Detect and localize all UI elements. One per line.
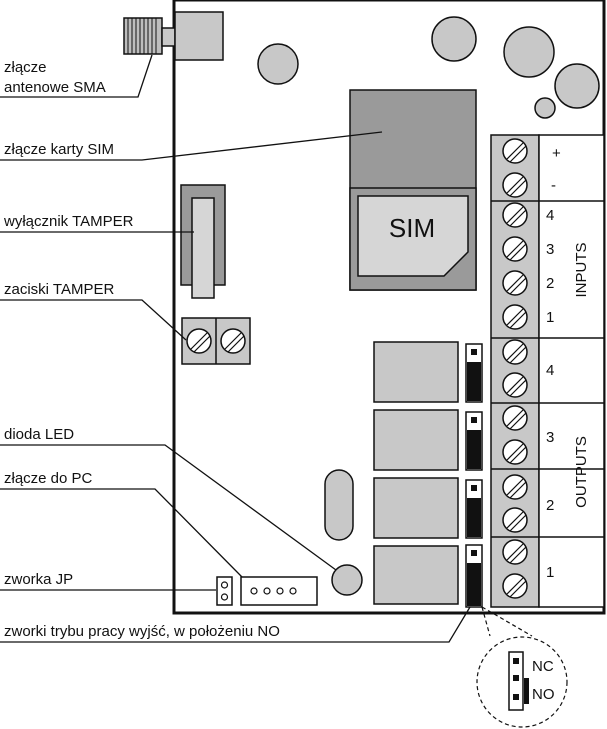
screw-icon: [502, 573, 528, 599]
screw-icon: [502, 405, 528, 431]
outputs-title: OUTPUTS: [573, 436, 590, 508]
round-component: [503, 26, 555, 78]
sma-connector: [123, 11, 224, 61]
round-component: [554, 63, 600, 109]
screw-icon: [502, 304, 528, 330]
tamper-terminals: [181, 317, 251, 365]
jumper-jp: [216, 576, 233, 606]
input-number: 4: [546, 207, 554, 224]
jumper-nc-label: NC: [532, 658, 554, 675]
label-led: dioda LED: [4, 426, 74, 443]
output-number: 4: [546, 362, 554, 379]
screw-icon: [502, 439, 528, 465]
screw-icon: [502, 138, 528, 164]
screw-icon: [502, 172, 528, 198]
label-sma-line1: złącze: [4, 59, 47, 76]
tamper-switch: [180, 184, 226, 299]
oval-component: [324, 469, 354, 541]
sim-card-label: SIM: [389, 213, 435, 243]
label-sim-connector: złącze karty SIM: [4, 141, 114, 158]
round-component: [431, 16, 477, 62]
screw-icon: [502, 474, 528, 500]
input-number: 2: [546, 275, 554, 292]
output-mode-jumpers: [465, 343, 483, 608]
pc-connector: [240, 576, 318, 606]
relay: [373, 477, 459, 539]
relay: [373, 545, 459, 605]
label-jumper-jp: zworka JP: [4, 571, 73, 588]
round-component: [257, 43, 299, 85]
terminal-block: + - 4 3 2 1 INPUTS 4 3 2 1 OUTPUTS: [490, 134, 605, 608]
jumper-no-label: NO: [532, 686, 555, 703]
round-component: [534, 97, 556, 119]
label-output-jumpers: zworki trybu pracy wyjść, w położeniu NO: [4, 623, 280, 640]
label-pc-connector: złącze do PC: [4, 470, 93, 487]
screw-icon: [502, 236, 528, 262]
screw-icon: [186, 328, 212, 354]
terminal-minus-label: -: [551, 177, 556, 194]
label-sma-line2: antenowe SMA: [4, 79, 106, 96]
inputs-title: INPUTS: [573, 242, 590, 297]
screw-icon: [502, 507, 528, 533]
terminal-plus-label: +: [552, 145, 561, 162]
relay: [373, 409, 459, 471]
jumper-detail-callout: NC NO: [476, 606, 568, 728]
label-tamper-switch: wyłącznik TAMPER: [3, 213, 134, 230]
screw-icon: [220, 328, 246, 354]
output-number: 3: [546, 429, 554, 446]
sim-card-connector: SIM: [349, 89, 477, 291]
screw-icon: [502, 202, 528, 228]
relay: [373, 341, 459, 403]
label-tamper-terminals: zaciski TAMPER: [4, 281, 114, 298]
leader-lines: [0, 54, 471, 643]
led-diode: [331, 564, 363, 596]
input-number: 3: [546, 241, 554, 258]
screw-icon: [502, 372, 528, 398]
screw-icon: [502, 539, 528, 565]
sim-card: [357, 195, 469, 277]
output-number: 1: [546, 564, 554, 581]
output-number: 2: [546, 497, 554, 514]
screw-icon: [502, 270, 528, 296]
screw-icon: [502, 339, 528, 365]
input-number: 1: [546, 309, 554, 326]
